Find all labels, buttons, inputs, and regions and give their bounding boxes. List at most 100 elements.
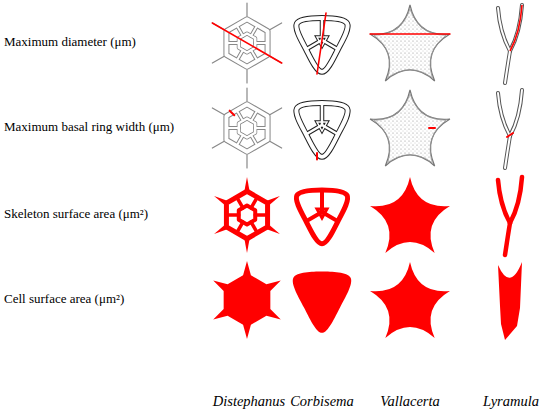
- strut: [255, 127, 267, 129]
- measure-line: [212, 23, 281, 63]
- strut: [251, 197, 257, 208]
- strut: [237, 25, 243, 36]
- skeleton-arm: [505, 136, 510, 168]
- basal-ring: [226, 104, 267, 152]
- basal-ring: [296, 190, 347, 244]
- corbisema-figure: [296, 103, 347, 160]
- strut: [251, 222, 257, 233]
- strut: [237, 25, 243, 36]
- strut: [251, 25, 257, 36]
- spine: [244, 238, 250, 253]
- skeleton-arm: [505, 136, 510, 168]
- spine: [246, 88, 247, 101]
- lyramula-figure: [498, 5, 522, 83]
- spine: [212, 56, 223, 63]
- strut: [237, 135, 243, 146]
- skeleton-outline: [370, 5, 450, 81]
- spine: [270, 23, 281, 30]
- skeleton-outline: [370, 177, 450, 253]
- skeleton-arm: [510, 177, 522, 223]
- skeleton-arm: [510, 90, 522, 136]
- strut: [226, 42, 238, 44]
- spine: [265, 196, 280, 206]
- lyramula-figure: [498, 90, 522, 168]
- strut: [226, 127, 238, 129]
- strut: [251, 50, 257, 61]
- row-label: Maximum diameter (μm): [4, 35, 136, 50]
- skeleton-arm: [510, 5, 522, 51]
- strut: [251, 135, 257, 146]
- measure-mark: [507, 133, 513, 137]
- spine: [246, 70, 247, 83]
- genus-name: Lyramula: [483, 393, 539, 410]
- lyramula-figure: [498, 177, 522, 255]
- skeleton-arm: [498, 8, 510, 51]
- corbisema-figure: [293, 271, 351, 332]
- vallacerta-figure: [370, 5, 450, 81]
- skeleton-arm: [505, 223, 510, 255]
- lyramula-figure: [498, 262, 522, 340]
- strut: [237, 110, 243, 121]
- strut: [251, 110, 257, 121]
- strut: [251, 50, 257, 61]
- row-label: Cell surface area (μm²): [4, 292, 124, 307]
- skeleton-arm: [505, 51, 510, 83]
- measure-line: [370, 33, 450, 35]
- skeleton-arm: [510, 90, 522, 136]
- apical-ring: [239, 119, 255, 138]
- measure-line: [317, 13, 326, 74]
- genus-name: Distephanus: [213, 393, 286, 410]
- genus-name: Vallacerta: [380, 393, 440, 410]
- row-label: Skeleton surface area (μm²): [4, 207, 148, 222]
- skeleton-arm: [498, 93, 510, 136]
- strut: [251, 135, 257, 146]
- basal-ring: [296, 103, 347, 157]
- skeleton-outline: [370, 90, 450, 166]
- spine: [214, 196, 229, 206]
- vallacerta-figure: [370, 262, 450, 338]
- spine: [214, 224, 229, 234]
- apical-bridge: [317, 209, 327, 218]
- skeleton-arm: [498, 180, 510, 223]
- cell-outline: [498, 262, 522, 340]
- skeleton-arm: [498, 8, 510, 51]
- basal-ring: [226, 191, 267, 239]
- cell-outline: [370, 262, 450, 338]
- spine: [265, 224, 280, 234]
- distephanus-figure: [212, 88, 281, 168]
- strut: [251, 110, 257, 121]
- spine: [212, 141, 223, 148]
- distephanus-figure: [214, 177, 280, 253]
- measure-mark: [230, 111, 235, 116]
- apical-bridge: [317, 122, 327, 131]
- inner-outline: [374, 9, 446, 78]
- row-label: Maximum basal ring width (μm): [4, 120, 174, 135]
- strut: [237, 50, 243, 61]
- cell-outline: [213, 261, 281, 339]
- strut: [255, 42, 267, 44]
- spine: [270, 141, 281, 148]
- cell-outline: [293, 271, 351, 332]
- vallacerta-figure: [370, 90, 450, 166]
- spine: [212, 108, 223, 115]
- skeleton-arm: [498, 93, 510, 136]
- distephanus-figure: [213, 261, 281, 339]
- strut: [237, 110, 243, 121]
- vallacerta-figure: [370, 177, 450, 253]
- corbisema-figure: [296, 13, 347, 74]
- spine: [270, 108, 281, 115]
- spine: [244, 177, 250, 192]
- strut: [237, 197, 243, 208]
- strut: [251, 25, 257, 36]
- measure-mark: [429, 127, 435, 129]
- corbisema-figure: [296, 190, 347, 244]
- strut: [226, 213, 238, 217]
- inner-outline: [374, 94, 446, 163]
- skeleton-arm: [505, 51, 510, 83]
- genus-name: Corbisema: [290, 393, 354, 410]
- strut: [237, 135, 243, 146]
- basal-ring: [226, 104, 267, 152]
- distephanus-figure: [212, 3, 281, 83]
- strut: [255, 213, 267, 217]
